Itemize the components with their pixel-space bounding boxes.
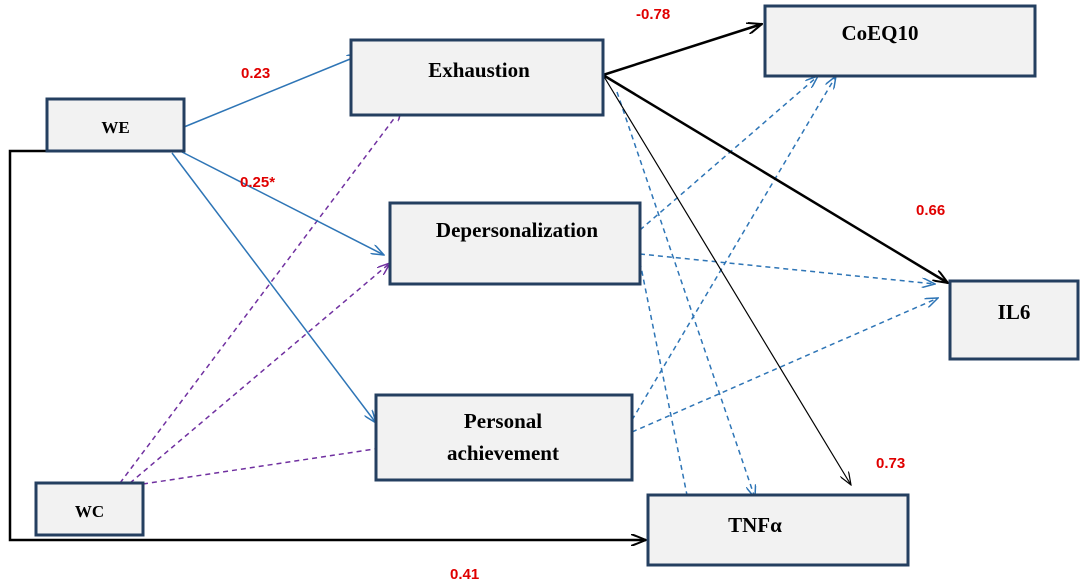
path-we-exhaustion [183, 55, 360, 128]
node-depersonalization-label: Depersonalization [436, 218, 598, 242]
node-wc-label: WC [75, 502, 104, 521]
node-personal-achievement-line2: achievement [447, 441, 559, 465]
significant-paths [602, 24, 948, 485]
path-wc-personal-achievement [142, 447, 388, 485]
coef-we-exhaustion: 0.23 [241, 65, 270, 82]
path-exhaustion-coeq10 [602, 24, 762, 77]
nonsignificant-paths [616, 76, 938, 510]
path-exhaustion-il6 [602, 73, 948, 283]
node-personal-achievement: Personal achievement [374, 393, 634, 482]
path-depersonalization-tnfa [639, 261, 690, 510]
path-personal-achievement-il6 [631, 298, 938, 433]
node-il6: IL6 [948, 279, 1080, 361]
path-depersonalization-il6 [639, 253, 935, 284]
coef-we-depersonalization: 0.25* [240, 174, 275, 191]
node-depersonalization: Depersonalization [388, 201, 642, 286]
node-exhaustion: Exhaustion [349, 38, 605, 117]
coef-exhaustion-coeq10: -0.78 [636, 6, 670, 23]
node-coeq10: CoEQ10 [763, 4, 1037, 78]
node-personal-achievement-line1: Personal [464, 409, 542, 433]
node-we-label: WE [101, 118, 129, 137]
node-il6-label: IL6 [998, 300, 1031, 324]
coef-exhaustion-tnfa: 0.73 [876, 455, 905, 472]
we-paths [171, 55, 384, 423]
path-personal-achievement-coeq10 [631, 76, 836, 421]
node-coeq10-label: CoEQ10 [841, 21, 918, 45]
path-we-personal-achievement [171, 152, 376, 423]
node-tnfa: TNFα [646, 493, 910, 567]
path-we-depersonalization [181, 151, 384, 255]
node-wc: WC [34, 481, 145, 537]
node-tnfa-label: TNFα [728, 513, 782, 537]
path-wc-depersonalization [129, 263, 390, 484]
coef-we-tnfa: 0.41 [450, 566, 479, 583]
wc-paths [119, 108, 402, 485]
path-exhaustion-tnfa [602, 74, 851, 485]
path-wc-exhaustion [119, 108, 402, 484]
path-depersonalization-coeq10 [639, 76, 818, 231]
path-we-tnfa [8, 149, 646, 540]
coef-exhaustion-il6: 0.66 [916, 202, 945, 219]
node-we: WE [45, 97, 186, 153]
node-exhaustion-label: Exhaustion [428, 58, 530, 82]
